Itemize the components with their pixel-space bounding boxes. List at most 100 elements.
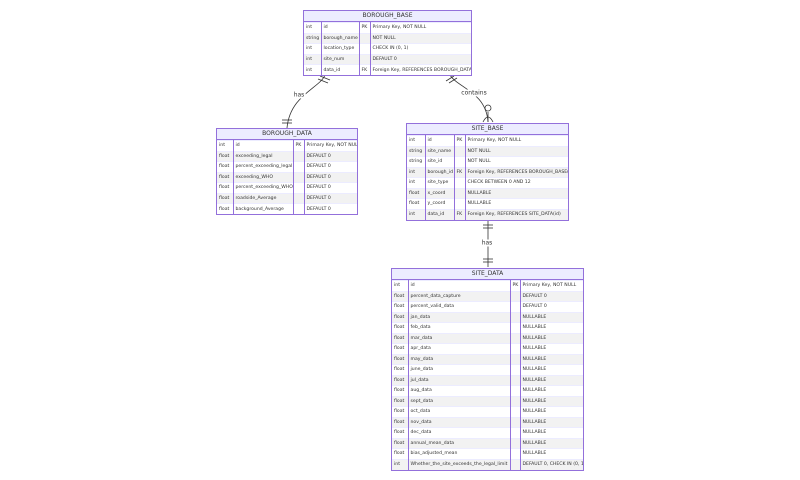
attribute-name: id <box>233 140 294 151</box>
attribute-comment: NOT NULL <box>465 145 568 157</box>
attribute-comment: NULLABLE <box>520 311 583 323</box>
one-mark-borough-base-top <box>317 75 331 84</box>
attribute-key <box>510 311 521 323</box>
attribute-name: x_coord <box>425 187 455 199</box>
attribute-comment: NULLABLE <box>520 437 583 449</box>
attribute-comment: DEFAULT 0 <box>304 171 357 183</box>
attribute-type: float <box>392 322 409 333</box>
attribute-type: float <box>392 416 409 428</box>
one-mark-borough-data <box>282 119 292 124</box>
attribute-name: sept_data <box>408 395 511 407</box>
attribute-comment: NULLABLE <box>520 395 583 407</box>
attribute-comment: NOT NULL <box>370 32 471 44</box>
attribute-type: float <box>217 192 234 204</box>
attribute-type: string <box>304 32 322 44</box>
attribute-name: apr_data <box>408 343 511 354</box>
attribute-comment: NULLABLE <box>520 448 583 459</box>
attribute-key <box>454 177 466 188</box>
attribute-key <box>510 332 521 344</box>
attribute-name: june_data <box>408 364 511 375</box>
attribute-name: may_data <box>408 353 511 365</box>
attribute-type: float <box>392 395 409 407</box>
attribute-name: site_num <box>321 53 360 65</box>
attribute-comment: DEFAULT 0 <box>370 53 471 65</box>
attribute-comment: CHECK IN (0, 1) <box>370 43 471 54</box>
attribute-type: float <box>217 150 234 162</box>
attribute-key: PK <box>293 140 305 151</box>
attribute-key <box>510 353 521 365</box>
attribute-key <box>510 301 521 312</box>
attribute-key <box>293 203 305 214</box>
attribute-key <box>510 374 521 386</box>
attribute-name: location_type <box>321 43 360 54</box>
attribute-key <box>293 182 305 193</box>
attribute-comment: Primary Key, NOT NULL <box>370 22 471 33</box>
attribute-key <box>293 192 305 204</box>
attribute-name: oct_data <box>408 406 511 417</box>
attribute-comment: DEFAULT 0 <box>520 290 583 302</box>
attribute-type: float <box>217 161 234 172</box>
attribute-comment: DEFAULT 0 <box>304 192 357 204</box>
attribute-key <box>293 150 305 162</box>
attribute-key <box>454 198 466 209</box>
attribute-name: roadside_Average <box>233 192 294 204</box>
attribute-comment: NULLABLE <box>520 353 583 365</box>
attribute-name: data_id <box>321 64 360 75</box>
attribute-name: exceeding_WHO <box>233 171 294 183</box>
attribute-type: float <box>392 374 409 386</box>
attribute-name: site_id <box>425 156 455 167</box>
attribute-key <box>510 416 521 428</box>
attribute-type: int <box>407 166 426 178</box>
attribute-key <box>454 187 466 199</box>
entity-title: SITE_BASE <box>407 124 568 135</box>
attribute-type: string <box>407 145 426 157</box>
attribute-name: percent_exceeding_WHO <box>233 182 294 193</box>
attribute-comment: NULLABLE <box>520 374 583 386</box>
attribute-key <box>293 161 305 172</box>
attribute-comment: NULLABLE <box>520 427 583 438</box>
zero-mark-site-base <box>484 104 492 112</box>
entity-title: BOROUGH_DATA <box>217 129 357 140</box>
attribute-key <box>510 437 521 449</box>
attribute-name: bias_adjusted_mean <box>408 448 511 459</box>
attribute-key <box>454 156 466 167</box>
attribute-name: aug_data <box>408 385 511 396</box>
attribute-name: borough_id <box>425 166 455 178</box>
attribute-type: float <box>392 353 409 365</box>
attribute-type: float <box>392 311 409 323</box>
attribute-key <box>510 448 521 459</box>
attribute-comment: NOT NULL <box>465 156 568 167</box>
entity-title: BOROUGH_BASE <box>304 11 471 22</box>
attribute-key <box>510 385 521 396</box>
attribute-type: float <box>392 332 409 344</box>
attribute-type: int <box>392 458 409 470</box>
attribute-type: int <box>217 140 234 151</box>
attribute-name: feb_data <box>408 322 511 333</box>
